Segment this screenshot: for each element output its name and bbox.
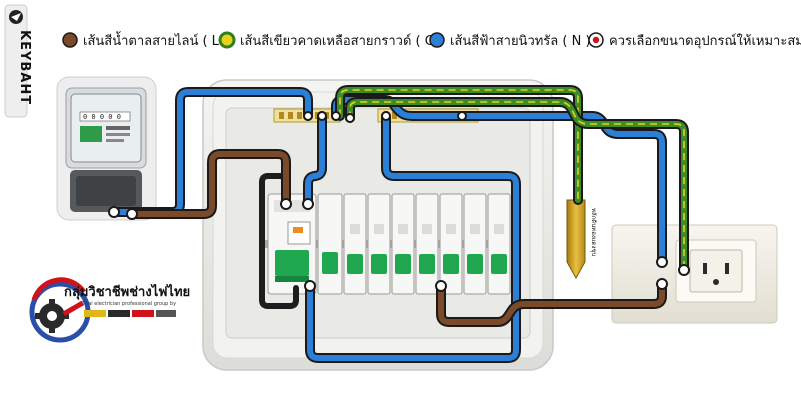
terminal-dots (108, 111, 690, 292)
wire-neutral-to-breaker (303, 111, 327, 209)
wires (109, 85, 689, 363)
breaker-row (267, 193, 511, 295)
gear-logo-icon (29, 277, 91, 343)
legend: เส้นสีน้ำตาลสายไลน์ ( L ) เส้นสีเขียวคาด… (62, 31, 801, 49)
legend-item-note: ควรเลือกขนาดอุปกรณ์ให้เหมาะสม (588, 32, 801, 49)
branch-breakers (343, 193, 511, 295)
wire-line-to-socket (436, 279, 667, 327)
sponsor-badges (84, 310, 176, 317)
legend-label: ควรเลือกขนาดอุปกรณ์ให้เหมาะสม (609, 33, 801, 49)
ground-rod-label: หลักดินทองแดงชุบ (590, 208, 597, 257)
green-yellow-dot-icon (218, 31, 236, 49)
ground-rod: หลักดินทองแดงชุบ (566, 199, 597, 280)
blue-dot-icon (429, 32, 445, 48)
brand-name: KEYBAHT (17, 30, 32, 105)
legend-label: เส้นสีฟ้าสายนิวทรัล ( N ) (450, 33, 591, 49)
wire-ground (335, 85, 689, 275)
legend-label: เส้นสีเขียวคาดเหลือสายกราวด์ ( G ) (240, 33, 444, 49)
brand-emblem-icon (9, 10, 23, 24)
brand: KEYBAHT (4, 4, 32, 118)
legend-item-neutral: เส้นสีฟ้าสายนิวทรัล ( N ) (429, 32, 591, 49)
logo-subtitle: Thai electrician professional group by (81, 301, 176, 307)
legend-item-ground: เส้นสีเขียวคาดเหลือสายกราวด์ ( G ) (218, 31, 444, 49)
electric-meter: 0 0 0 0 0 (56, 76, 157, 221)
logo-title: กลุ่มวิชาชีพช่างไฟไทย (64, 283, 190, 300)
logo: กลุ่มวิชาชีพช่างไฟไทย Thai electrician p… (29, 277, 190, 343)
legend-label: เส้นสีน้ำตาลสายไลน์ ( L ) (83, 31, 228, 49)
legend-item-line: เส้นสีน้ำตาลสายไลน์ ( L ) (62, 31, 228, 49)
wire-line-meter (127, 149, 291, 219)
socket-holes-icon (703, 263, 729, 285)
svg-text:0 0 0 0 0: 0 0 0 0 0 (83, 113, 121, 121)
main-breaker (267, 193, 317, 295)
brown-dot-icon (62, 32, 78, 48)
rcd-breaker (317, 193, 343, 295)
socket-outlet (611, 224, 778, 324)
